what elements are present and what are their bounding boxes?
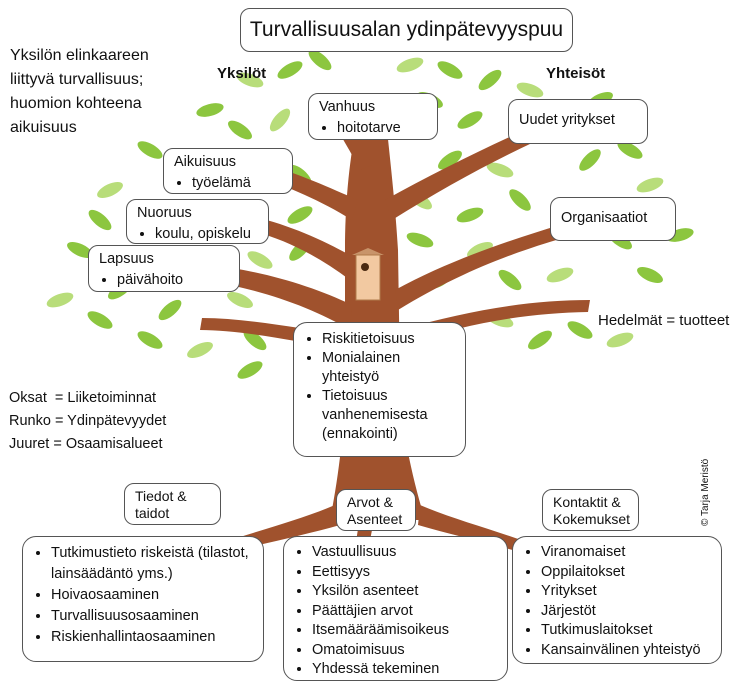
- leaf-icon: [636, 177, 664, 193]
- leaf-icon: [567, 321, 593, 339]
- legend-runko: Runko = Ydinpätevyydet: [9, 413, 167, 429]
- leaf-icon: [97, 181, 123, 199]
- root-label-tiedot: Tiedot & taidot: [124, 483, 221, 525]
- diagram-title: Turvallisuusalan ydinpätevyyspuu: [240, 8, 573, 52]
- root-box-kontaktit: Viranomaiset Oppilaitokset Yritykset Jär…: [512, 536, 722, 664]
- leaf-icon: [478, 69, 502, 91]
- trunk-box: Riskitietoisuus Monialainen yhteistyö Ti…: [293, 322, 466, 457]
- leaf-icon: [237, 361, 263, 379]
- branch-box-nuoruus: Nuoruus koulu, opiskelu: [126, 199, 269, 244]
- leaf-icon: [67, 241, 93, 259]
- leaf-icon: [87, 311, 113, 329]
- leaf-icon: [46, 292, 74, 308]
- leaf-icon: [158, 299, 182, 321]
- branch-box-organisaatiot: Organisaatiot: [550, 197, 676, 241]
- leaf-icon: [457, 111, 483, 129]
- leaf-icon: [637, 266, 663, 284]
- leaf-icon: [88, 209, 112, 231]
- leaf-icon: [467, 241, 493, 259]
- birdhouse: [352, 248, 384, 301]
- root-box-arvot: Vastuullisuus Eettisyys Yksilön asenteet…: [283, 536, 508, 681]
- leaf-icon: [228, 120, 252, 140]
- leaf-icon: [247, 251, 273, 269]
- branch-box-uudet-yritykset: Uudet yritykset: [508, 99, 648, 144]
- leaf-icon: [516, 82, 544, 98]
- leaf-icon: [406, 232, 434, 248]
- root-label-kontaktit: Kontaktit & Kokemukset: [542, 489, 639, 531]
- leaf-icon: [456, 207, 484, 223]
- leaf-icon: [396, 57, 424, 73]
- leaf-icon: [486, 162, 514, 178]
- branch-organisaatiot: [395, 225, 563, 310]
- leaf-icon: [438, 150, 462, 170]
- branch-box-vanhuus: Vanhuus hoitotarve: [308, 93, 438, 140]
- root-box-tiedot: Tutkimustieto riskeistä (tilastot, lains…: [22, 536, 264, 662]
- leaf-icon: [227, 291, 253, 309]
- leaf-icon: [498, 269, 522, 291]
- branch-uudet-yritykset: [385, 130, 532, 220]
- leaf-icon: [509, 189, 531, 211]
- leaf-icon: [137, 141, 163, 159]
- leaf-icon: [546, 267, 574, 283]
- label-hedelmat: Hedelmät = tuotteet: [598, 312, 730, 329]
- leaf-icon: [579, 149, 601, 171]
- root-label-arvot: Arvot & Asenteet: [336, 489, 416, 531]
- legend-oksat: Oksat = Liiketoiminnat: [9, 390, 157, 406]
- leaf-icon: [187, 341, 213, 359]
- legend-juuret: Juuret = Osaamisalueet: [9, 436, 163, 452]
- leaf-icon: [236, 72, 264, 88]
- leaf-icon: [269, 108, 291, 132]
- leaf-icon: [243, 329, 267, 351]
- leaf-icon: [308, 49, 332, 71]
- label-yhteisot: Yhteisöt: [546, 65, 606, 82]
- leaf-icon: [437, 61, 463, 79]
- label-yksilot: Yksilöt: [217, 65, 267, 82]
- branch-box-lapsuus: Lapsuus päivähoito: [88, 245, 240, 292]
- leaf-icon: [528, 330, 552, 350]
- intro-text: Yksilön elinkaareen liittyvä turvallisuu…: [10, 47, 149, 136]
- legend: Oksat = Liiketoiminnat Runko = Ydinpätev…: [9, 387, 166, 456]
- leaf-icon: [137, 331, 163, 349]
- leaf-icon: [617, 141, 643, 159]
- leaf-icon: [287, 206, 313, 224]
- leaf-icon: [277, 61, 303, 79]
- leaf-icon: [606, 332, 634, 348]
- branch-right-lower: [400, 300, 590, 345]
- leaf-icon: [196, 103, 224, 117]
- copyright: © Tarja Meristö: [700, 458, 711, 526]
- branch-box-aikuisuus: Aikuisuus työelämä: [163, 148, 293, 194]
